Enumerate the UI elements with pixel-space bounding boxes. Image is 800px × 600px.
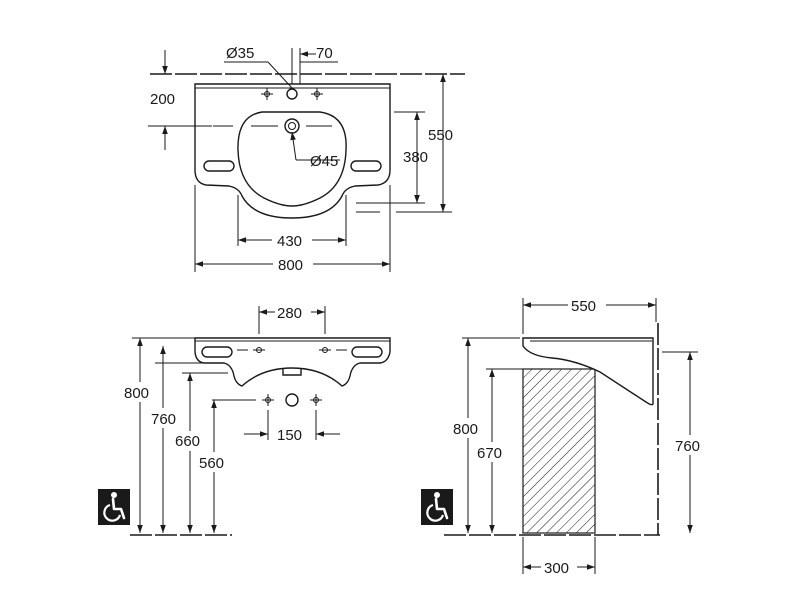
top-basin-outline (194, 83, 391, 219)
side-height-rim-label: 800 (453, 421, 478, 438)
top-view: Ø35 70 200 Ø45 380 550 430 (148, 45, 465, 274)
top-tap-hole-center (286, 88, 298, 100)
top-tap-hole-right-marker (311, 88, 323, 100)
top-hole-small-label: Ø35 (226, 45, 254, 62)
front-basin-body (194, 337, 391, 387)
top-depth-total-label: 550 (428, 127, 453, 144)
top-depth-bowl-label: 380 (403, 149, 428, 166)
side-height-free-label: 670 (477, 445, 502, 462)
side-view: 550 800 670 760 300 (444, 295, 706, 577)
front-height-under-label: 760 (151, 411, 176, 428)
side-basin-profile (522, 337, 654, 406)
front-height-660-label: 660 (175, 433, 200, 450)
top-total-width-label: 800 (278, 257, 303, 274)
top-tap-hole-left-marker (261, 88, 273, 100)
side-height-under-label: 760 (675, 438, 700, 455)
top-left-grip-slot (203, 160, 235, 172)
front-right-grip-slot (351, 346, 383, 358)
front-view: 280 150 800 760 (124, 302, 391, 536)
front-height-rim-label: 800 (124, 385, 149, 402)
front-tap-spacing-label: 150 (277, 427, 302, 444)
front-bracket-right (319, 347, 331, 353)
side-knee-depth-label: 300 (544, 560, 569, 577)
top-depth-rear-label: 200 (150, 91, 175, 108)
side-knee-clearance-zone (522, 368, 596, 534)
front-tap-right (310, 394, 322, 406)
front-height-560-label: 560 (199, 455, 224, 472)
wheelchair-icon (421, 489, 453, 525)
front-bracket-left (253, 347, 265, 353)
top-bowl-width-label: 430 (277, 233, 302, 250)
wheelchair-icon (98, 489, 130, 525)
top-hole-offset-label: 70 (316, 45, 333, 62)
front-left-grip-slot (201, 346, 233, 358)
side-depth-label: 550 (571, 298, 596, 315)
front-tap-left (262, 394, 274, 406)
top-hole-drain-label: Ø45 (310, 153, 338, 170)
front-tap-center (285, 393, 299, 407)
top-bowl (237, 111, 347, 207)
front-bracket-spacing-label: 280 (277, 305, 302, 322)
top-right-grip-slot (350, 160, 382, 172)
